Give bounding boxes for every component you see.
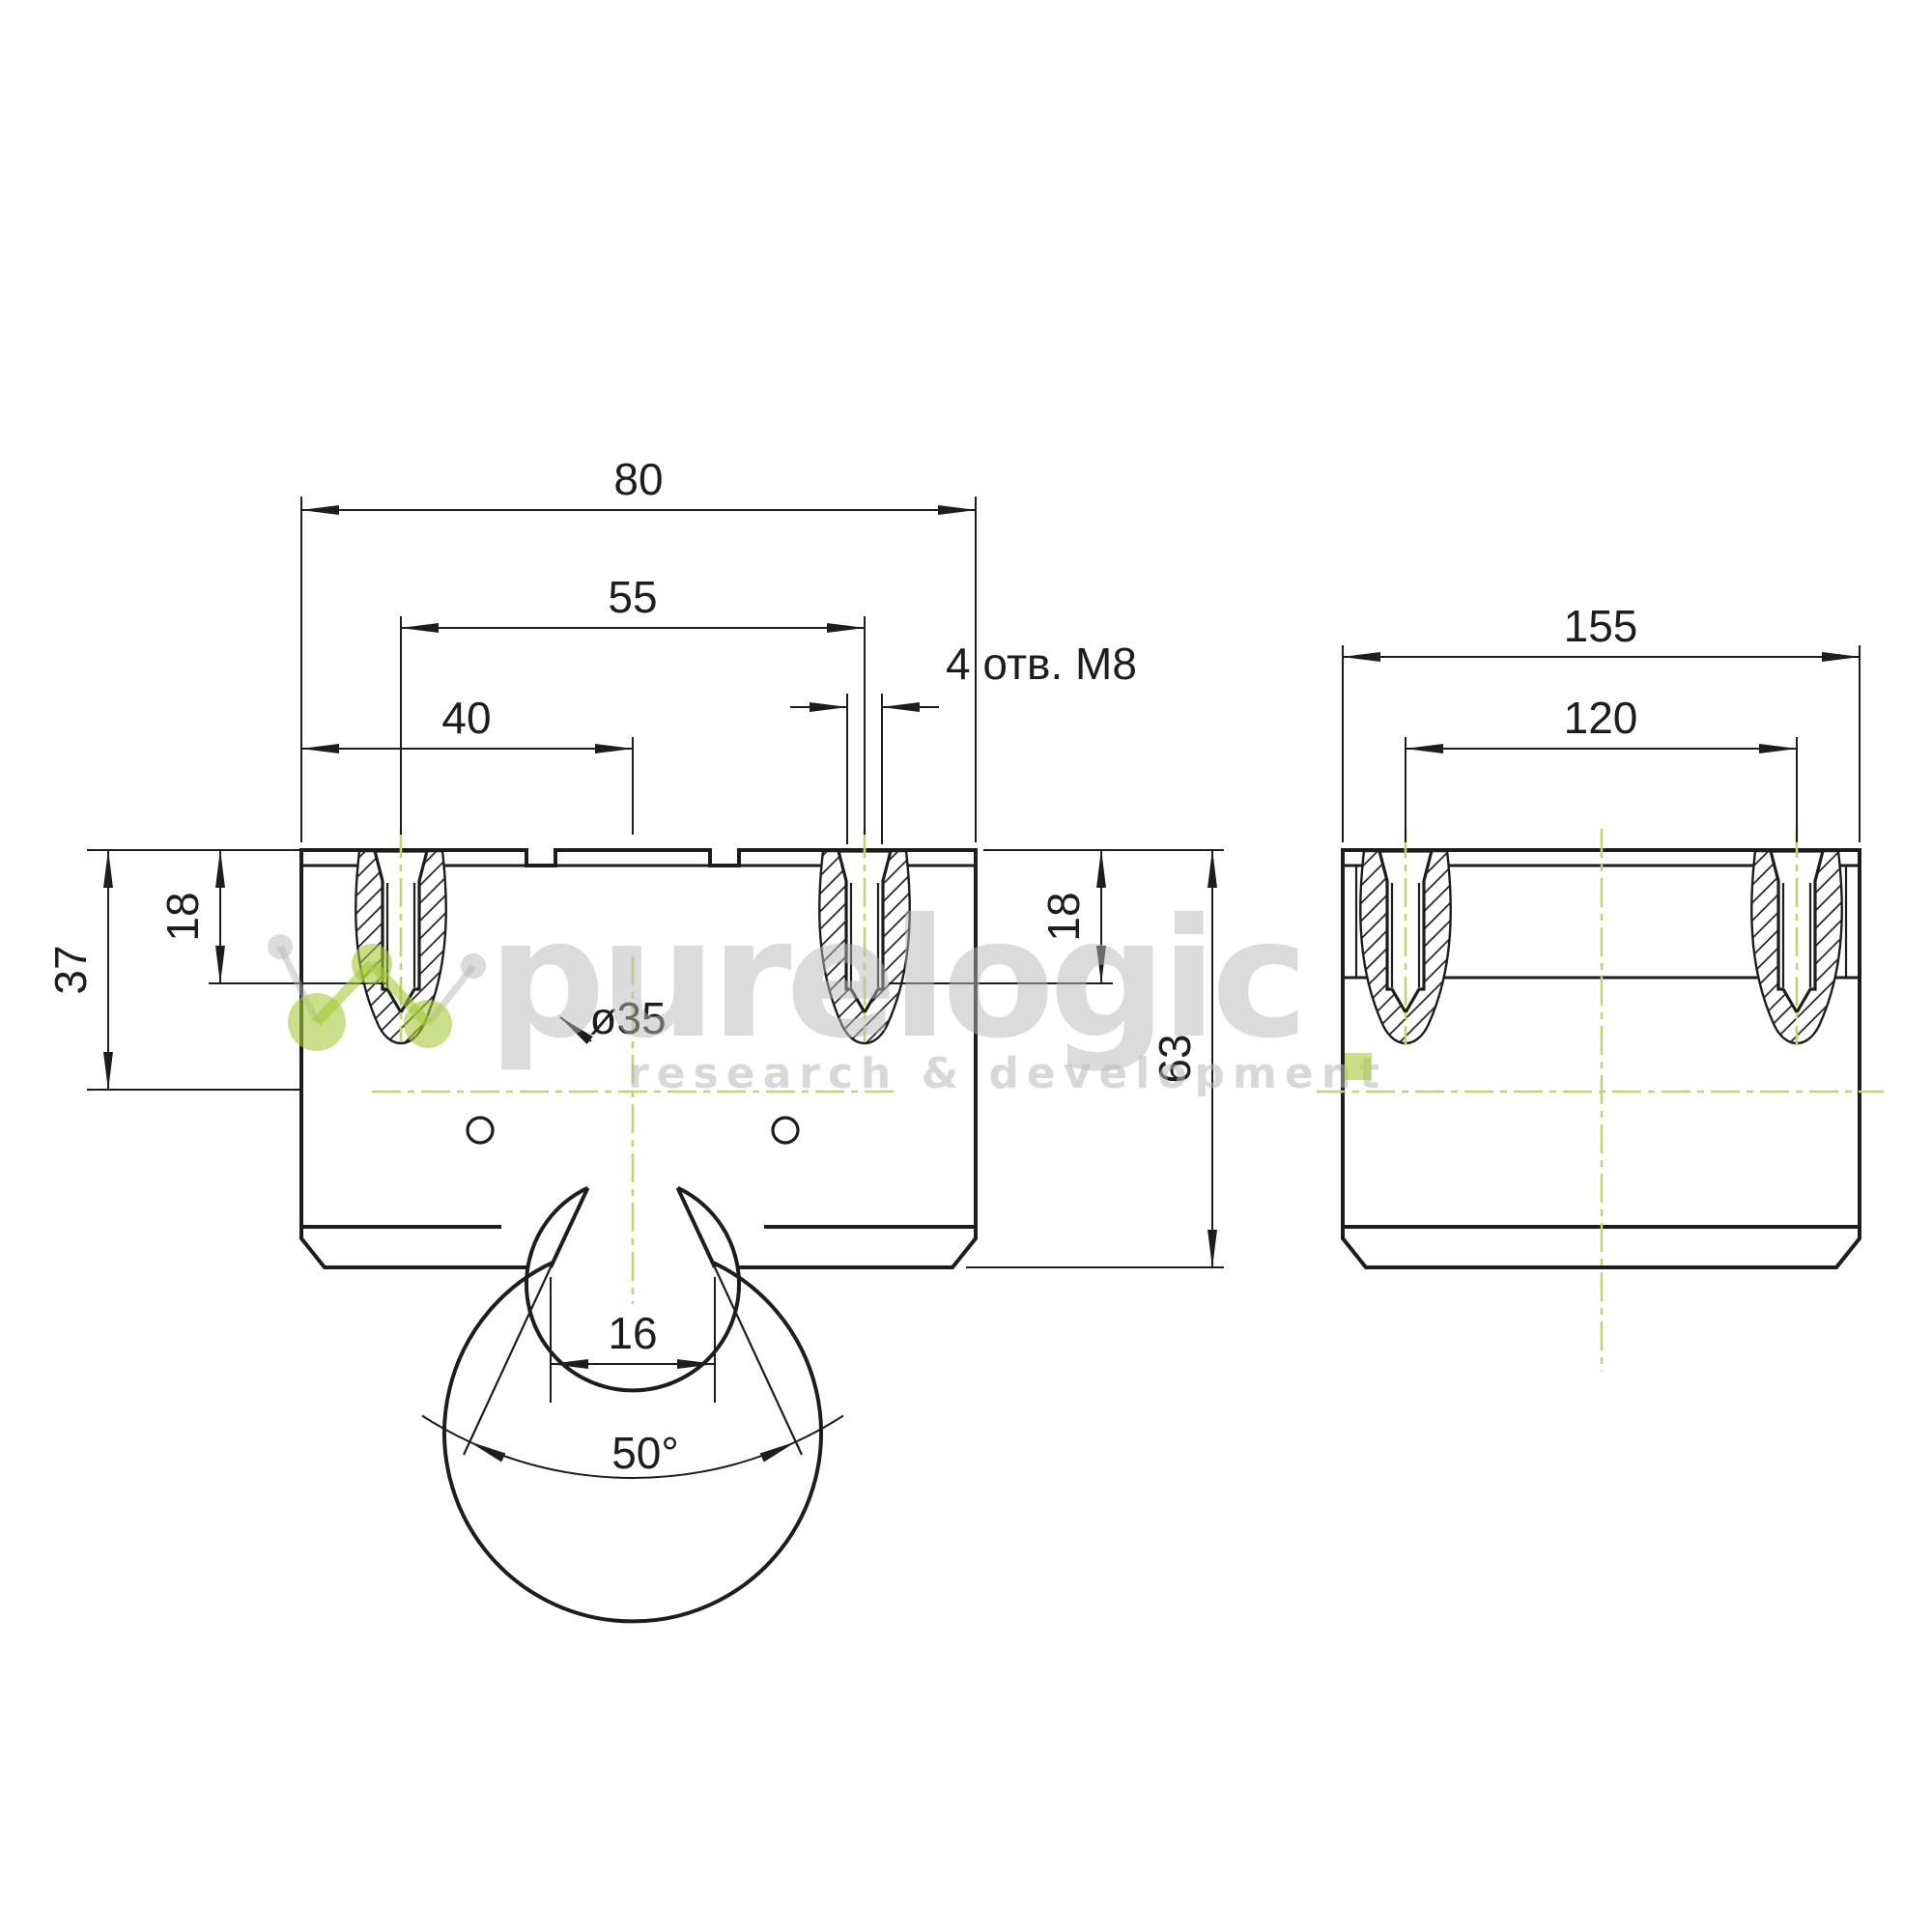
dimension-text: 40 [441, 693, 491, 743]
holes-note-text: 4 отв. M8 [946, 639, 1137, 689]
dimension-text: 63 [1150, 1034, 1200, 1083]
dim-center-height-37: 37 [45, 849, 301, 1091]
dim-boss-depth-left-18: 18 [157, 849, 388, 984]
dim-side-hole-spacing-120: 120 [1405, 693, 1798, 842]
watermark-brand: purelogic [488, 884, 1303, 1075]
watermark-green-square [1345, 1053, 1372, 1080]
watermark: purelogic research & development [268, 884, 1387, 1098]
flange-hole-left [466, 1116, 495, 1145]
angle-arc [795, 1414, 844, 1443]
dim-slot-width-16: 16 [550, 1277, 716, 1403]
dim-overall-length-155: 155 [1342, 601, 1861, 842]
dimension-text: 50° [611, 1428, 679, 1478]
dimension-text: 55 [608, 572, 657, 622]
side-left-thread-lines [1390, 883, 1421, 987]
dimension-text: 18 [157, 892, 208, 941]
side-inner-edges [1354, 866, 1848, 978]
dimension-text: 16 [608, 1308, 657, 1358]
dim-slot-angle-50: 50° [421, 1414, 844, 1479]
dimension-text: ø35 [589, 993, 666, 1043]
right-thread-lines [849, 883, 880, 987]
side-right-thread-lines [1781, 883, 1812, 987]
side-body-outline [1341, 848, 1861, 1269]
flange-hole-right [771, 1116, 800, 1145]
dimension-text: 37 [45, 945, 96, 994]
leader-line [559, 1016, 593, 1044]
side-view [1317, 829, 1884, 1372]
boss-circle [442, 1260, 823, 1624]
slot-edges [549, 1186, 717, 1268]
watermark-tagline: research & development [628, 1049, 1387, 1098]
dim-bore-diameter-35: ø35 [559, 993, 667, 1044]
dim-holes-note-m8: 4 отв. M8 [790, 639, 1137, 844]
dim-hole-offset-40: 40 [300, 693, 634, 835]
dim-overall-height-63: 63 [966, 849, 1224, 1268]
dimension-text: 80 [613, 454, 663, 504]
angle-arc [469, 1440, 797, 1479]
dimension-text: 155 [1564, 601, 1638, 651]
dim-hole-spacing-55: 55 [400, 572, 866, 835]
dim-boss-depth-right-18: 18 [889, 849, 1113, 984]
slot-angle-construction-lines [463, 1266, 803, 1456]
purelogic-logo-icon [268, 934, 486, 1051]
dim-overall-width-80: 80 [300, 454, 977, 842]
dimension-text: 18 [1038, 892, 1089, 941]
dimension-text: 120 [1564, 693, 1638, 743]
